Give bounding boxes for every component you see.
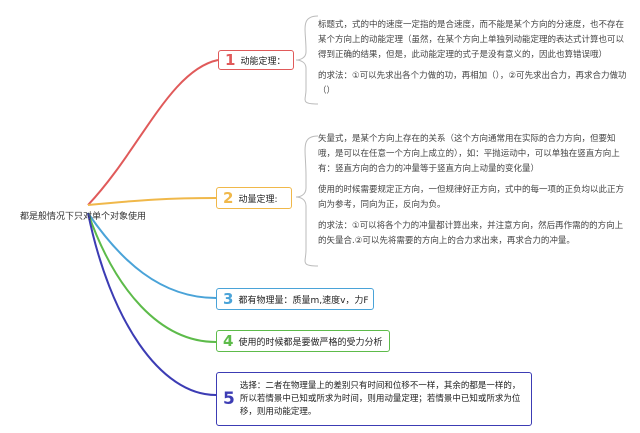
- kinetic-note-1: 标题式，式的中的速度一定指的是合速度，而不能是某个方向的分速度，也不存在某个方向…: [318, 20, 625, 60]
- branch-5-number: 5: [223, 389, 235, 409]
- branch-5-label: 选择：二者在物理量上的差别只有时间和位移不一样，其余的都是一样的，所以若情景中已…: [239, 380, 521, 417]
- kinetic-energy-notes: 标题式，式的中的速度一定指的是合速度，而不能是某个方向的分速度，也不存在某个方向…: [318, 18, 630, 105]
- branch-1-number: 1: [225, 51, 236, 69]
- branch-2-number: 2: [223, 189, 234, 207]
- momentum-note-1: 矢量式，是某个方向上存在的关系（这个方向通常用在实际的合力方向，但要知哦，是可以…: [318, 134, 620, 174]
- note-bracket-1: [295, 15, 319, 105]
- branch-4-label: 使用的时候都是要做严格的受力分析: [238, 337, 383, 348]
- root-topic: 都是般情况下只对单个对象使用: [20, 212, 147, 222]
- momentum-note-2: 使用的时候需要规定正方向，一但规律好正方向，式中的每一项的正负均以此正方向为参考…: [318, 185, 625, 210]
- branch-3-number: 3: [223, 290, 234, 308]
- branch-node-selection-rule[interactable]: 5 选择：二者在物理量上的差别只有时间和位移不一样，其余的都是一样的，所以若情景…: [216, 372, 532, 426]
- branch-node-shared-quantities[interactable]: 3 都有物理量：质量m,速度v，力F: [216, 288, 374, 310]
- branch-2-label: 动量定理:: [238, 194, 278, 205]
- branch-4-number: 4: [223, 332, 234, 350]
- branch-node-force-analysis[interactable]: 4 使用的时候都是要做严格的受力分析: [216, 330, 390, 352]
- branch-5-connector: [87, 212, 217, 396]
- branch-2-connector: [87, 197, 217, 206]
- kinetic-note-2: 的求法：①可以先求出各个力做的功，再相加（），②可先求出合力，再求合力做功（）: [318, 71, 627, 96]
- note-bracket-2: [295, 135, 319, 267]
- branch-node-momentum-theorem[interactable]: 2 动量定理:: [216, 187, 292, 209]
- momentum-note-3: 的求法：①可以将各个力的冲量都计算出来，并注意方向，然后再作需的的方向上的矢量合…: [318, 221, 624, 246]
- branch-3-connector: [87, 212, 217, 299]
- branch-node-kinetic-energy-theorem[interactable]: 1 动能定理：: [218, 50, 294, 70]
- branch-1-connector: [87, 59, 219, 206]
- branch-3-label: 都有物理量：质量m,速度v，力F: [238, 295, 369, 306]
- branch-1-label: 动能定理：: [240, 56, 286, 67]
- branch-4-connector: [87, 212, 217, 343]
- momentum-notes: 矢量式，是某个方向上存在的关系（这个方向通常用在实际的合力方向，但要知哦，是可以…: [318, 132, 630, 255]
